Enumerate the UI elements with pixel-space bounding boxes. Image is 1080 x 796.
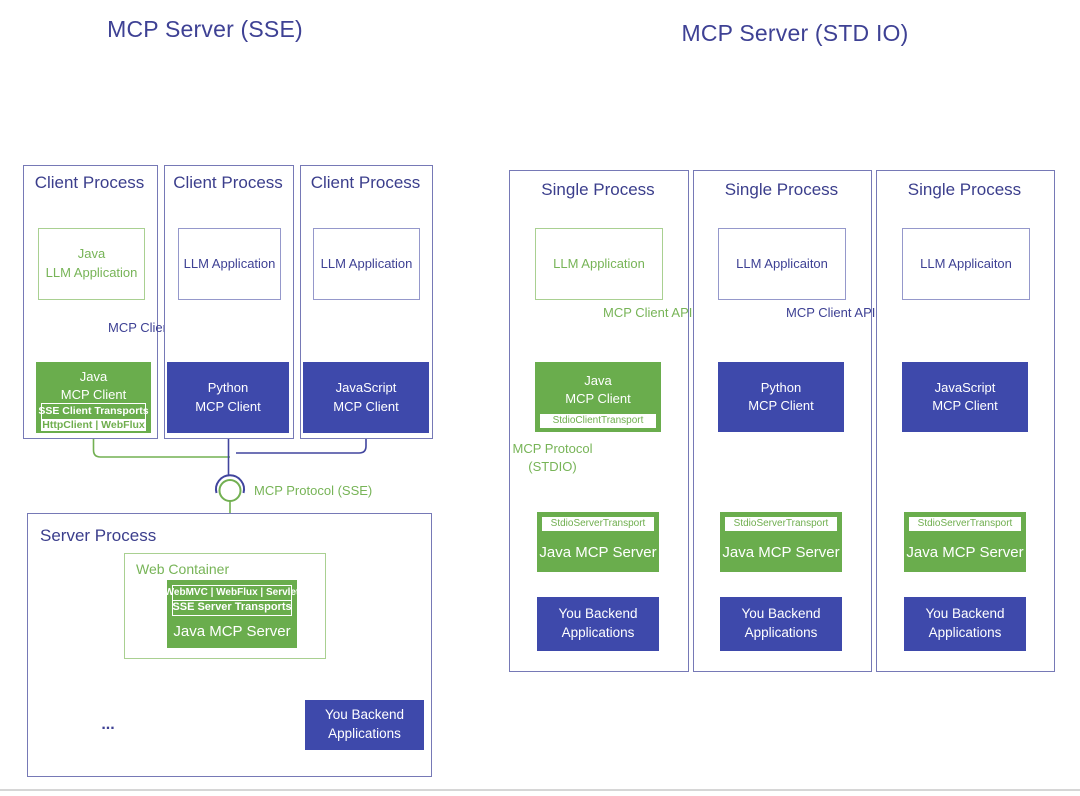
sse-web-container-label: Web Container (136, 561, 230, 577)
stdio-single-process-3-label: Single Process (907, 180, 1022, 199)
app-name-line2: LLM Application (45, 265, 138, 280)
sse-java-mcp-client-box: Java MCP Client SSE Client Transports Ht… (36, 362, 151, 433)
client-name: Java MCP Client (36, 362, 151, 403)
client-name-line1: Java (79, 369, 108, 384)
stdio-java-mcp-client-box: Java MCP Client StdioClientTransport (535, 362, 661, 432)
sse-title: MCP Server (SSE) (107, 16, 303, 42)
stdio-mcp-client-api-label-2: MCP Client API (786, 305, 876, 320)
sse-backend-applications-box: You Backend Applications (305, 700, 424, 750)
stdio-java-mcp-server-box-1: StdioServerTransport Java MCP Server (537, 512, 659, 572)
stdio-llm-application-box-2: LLM Applicaiton (718, 228, 846, 300)
app-name-line1: LLM Application (320, 255, 413, 271)
stdio-llm-application-box-1: LLM Application (535, 228, 663, 300)
sse-protocol-connector (215, 474, 245, 502)
screenshot-bottom-edge (0, 789, 1080, 791)
client-name-line1: Python (760, 379, 802, 395)
sse-server-transports-strip: SSE Server Transports (172, 600, 292, 616)
sse-llm-application-box-2: LLM Application (178, 228, 281, 300)
stdio-client-transport-strip: StdioClientTransport (540, 414, 656, 428)
stdio-backend-applications-box-2: You Backend Applications (720, 597, 842, 651)
app-name-line1: Java (77, 246, 106, 262)
server-name: Java MCP Server (722, 544, 840, 561)
server-name: Java MCP Server (906, 544, 1024, 561)
app-name-line1: LLM Application (183, 255, 276, 271)
client-name-line2: MCP Client (932, 398, 998, 413)
client-name-line2: MCP Client (195, 398, 261, 414)
stdio-python-mcp-client-box: Python MCP Client (718, 362, 844, 432)
sse-client-process-3-label: Client Process (310, 173, 421, 192)
stdio-java-mcp-server-box-3: StdioServerTransport Java MCP Server (904, 512, 1026, 572)
frameworks-strip: WebMVC | WebFlux | Servlet (165, 585, 299, 601)
client-name: Java MCP Client (535, 362, 661, 407)
ellipsis-more-resources: ... (101, 716, 115, 733)
backend-line2: Applications (744, 625, 818, 640)
sse-javascript-mcp-client-box: JavaScript MCP Client (303, 362, 429, 433)
stdio-javascript-mcp-client-box: JavaScript MCP Client (902, 362, 1028, 432)
app-name-line1: LLM Applicaiton (736, 255, 828, 271)
app-name-line1: LLM Application (553, 255, 645, 271)
stdio-mcp-client-api-label-1: MCP Client API (603, 305, 693, 320)
client-name-line1: JavaScript (335, 380, 397, 396)
stdio-server-transport-strip: StdioServerTransport (725, 517, 837, 531)
protocol-line2: (STDIO) (528, 458, 577, 474)
sse-server-process-label: Server Process (40, 526, 157, 545)
client-name-line1: Java (584, 373, 612, 388)
client-name-line2: MCP Client (565, 390, 631, 406)
server-name: Java MCP Server (173, 623, 291, 640)
sse-python-mcp-client-box: Python MCP Client (167, 362, 289, 433)
sse-java-mcp-server-box: WebMVC | WebFlux | Servlet SSE Server Tr… (165, 580, 299, 648)
httpclient-webflux-strip: HttpClient | WebFlux (41, 419, 146, 432)
socket-arc-icon (215, 474, 245, 494)
backend-line2: Applications (561, 625, 635, 640)
sse-llm-application-box-3: LLM Application (313, 228, 420, 300)
stdio-llm-application-box-3: LLM Applicaiton (902, 228, 1030, 300)
stdio-single-process-2-label: Single Process (724, 180, 839, 199)
stdio-single-process-1-label: Single Process (541, 180, 655, 199)
stdio-java-mcp-server-box-2: StdioServerTransport Java MCP Server (720, 512, 842, 572)
client-name-line2: MCP Client (748, 398, 814, 413)
sse-client-process-1-label: Client Process (34, 173, 145, 192)
sse-client-process-2-label: Client Process (173, 173, 283, 192)
ball-icon (218, 479, 242, 502)
backend-line1: You Backend (558, 606, 638, 622)
protocol-line1: MCP Protocol (512, 441, 593, 456)
server-name: Java MCP Server (539, 544, 657, 561)
client-name-line2: MCP Client (60, 386, 127, 402)
backend-line1: You Backend (925, 606, 1005, 622)
backend-line2: Applications (928, 625, 1002, 640)
sse-mcp-protocol-label: MCP Protocol (SSE) (254, 483, 373, 498)
app-name-line1: LLM Applicaiton (920, 255, 1012, 271)
client-name-line1: JavaScript (934, 379, 996, 395)
client-name-line2: MCP Client (333, 398, 399, 414)
sse-java-llm-application-box: Java LLM Application (38, 228, 145, 300)
backend-line1: You Backend (324, 707, 405, 723)
dbs-label: DBs (209, 716, 248, 738)
backend-line1: You Backend (741, 606, 821, 622)
stdio-backend-applications-box-3: You Backend Applications (904, 597, 1026, 651)
sse-web-container-box (124, 553, 326, 659)
stdio-server-transport-strip: StdioServerTransport (909, 517, 1021, 531)
stdio-backend-applications-box-1: You Backend Applications (537, 597, 659, 651)
sse-client-transports-strip: SSE Client Transports (38, 403, 149, 420)
stdio-server-transport-strip: StdioServerTransport (542, 517, 654, 531)
backend-line2: Applications (328, 726, 401, 741)
stdio-mcp-protocol-label: MCP Protocol (STDIO) (510, 440, 595, 475)
client-name-line1: Python (207, 380, 249, 396)
stdio-title: MCP Server (STD IO) (681, 20, 909, 46)
